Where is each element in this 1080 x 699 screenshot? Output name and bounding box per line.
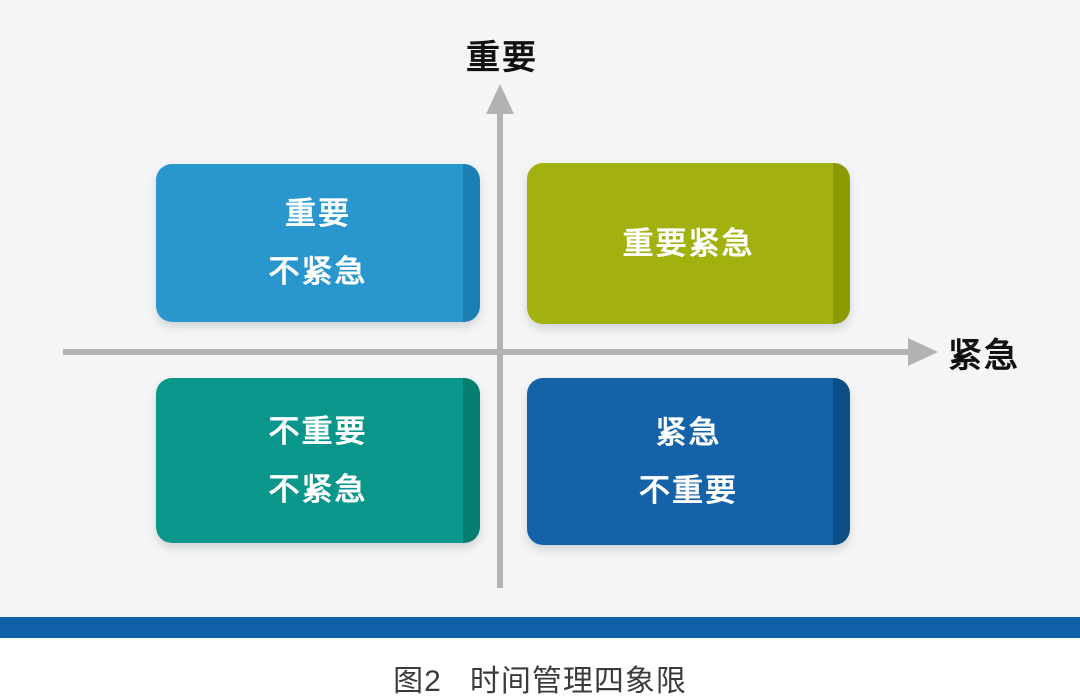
figure-caption: 图2 时间管理四象限 bbox=[0, 656, 1080, 699]
quadrant-important-urgent: 重要紧急 bbox=[527, 163, 850, 324]
quadrant-diagram: 重要 紧急 重要 不紧急 重要紧急 不重要 不紧急 紧急 不重要 bbox=[0, 0, 1080, 617]
x-axis-label: 紧急 bbox=[948, 337, 1020, 375]
quadrant-label-line: 不重要 bbox=[268, 413, 368, 449]
up-arrow-icon bbox=[486, 84, 514, 114]
quadrant-not-important-not-urgent: 不重要 不紧急 bbox=[156, 378, 480, 543]
quadrant-label-line: 重要紧急 bbox=[622, 225, 755, 261]
horizontal-axis-line bbox=[63, 349, 911, 355]
bottom-divider-bar bbox=[0, 617, 1080, 638]
y-axis-label: 重要 bbox=[466, 39, 538, 77]
quadrant-important-not-urgent: 重要 不紧急 bbox=[156, 164, 480, 322]
right-arrow-icon bbox=[908, 338, 938, 366]
quadrant-label-line: 不紧急 bbox=[268, 471, 368, 507]
figure-title: 时间管理四象限 bbox=[469, 665, 687, 698]
quadrant-label-line: 紧急 bbox=[655, 414, 722, 450]
quadrant-label-line: 不重要 bbox=[639, 472, 738, 508]
quadrant-urgent-not-important: 紧急 不重要 bbox=[527, 378, 850, 545]
figure-number: 图2 bbox=[393, 665, 442, 698]
quadrant-label-line: 不紧急 bbox=[268, 254, 368, 289]
quadrant-label-line: 重要 bbox=[285, 196, 351, 231]
